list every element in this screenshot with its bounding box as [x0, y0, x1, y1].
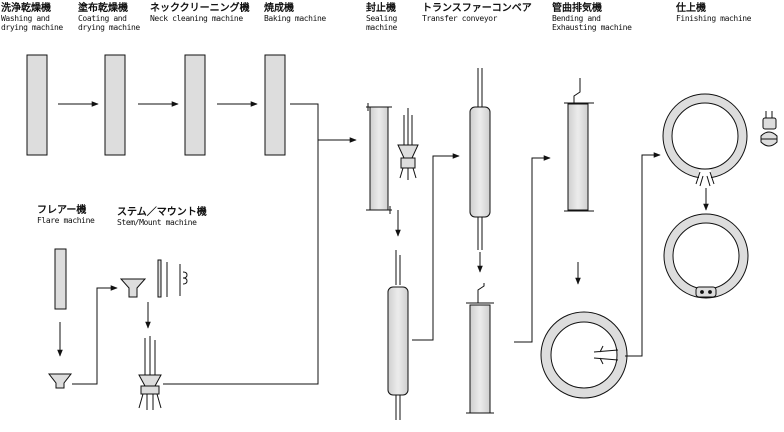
bending-en1: Bending and — [552, 14, 601, 23]
label-coating: 塗布乾燥機 Coating and drying machine — [78, 3, 140, 32]
label-bending: 管曲排気機 Bending and Exhausting machine — [552, 3, 632, 32]
arrow-flare-stem — [72, 285, 118, 385]
sealing-en1: Sealing — [366, 14, 397, 23]
label-sealing: 封止機 Sealing machine — [366, 3, 397, 32]
arrow-bake-seal — [290, 103, 357, 143]
label-washing: 洗浄乾燥機 Washing and drying machine — [1, 3, 63, 32]
sealing-jp: 封止機 — [366, 3, 396, 14]
tube-washing — [26, 54, 48, 156]
bending-en2: Exhausting machine — [552, 23, 632, 32]
baking-jp: 焼成機 — [264, 3, 294, 14]
transfer-tube-top — [469, 68, 491, 250]
lamp-cap-icon — [760, 111, 778, 147]
tube-neck — [184, 54, 206, 156]
finished-lamp — [663, 213, 749, 299]
flare-part-icon — [47, 373, 73, 389]
label-flare: フレアー機 Flare machine — [37, 205, 95, 225]
lead-wires-icon — [157, 259, 162, 298]
washing-en2: drying machine — [1, 23, 63, 32]
washing-en1: Washing and — [1, 14, 50, 23]
coating-jp: 塗布乾燥機 — [78, 3, 128, 14]
sealing-tube — [366, 103, 392, 214]
neck-en1: Neck cleaning machine — [150, 14, 243, 23]
arrow-bend-finish — [625, 152, 661, 357]
arrow-stem-seal — [163, 140, 319, 385]
stem-mount-assembly — [138, 336, 162, 410]
finishing-en1: Finishing machine — [676, 14, 752, 23]
filament-coil-icon — [182, 271, 188, 285]
flare-en1: Flare machine — [37, 216, 95, 225]
tube-coating — [104, 54, 126, 156]
finishing-jp: 仕上機 — [676, 3, 706, 14]
tube-flare — [54, 248, 67, 310]
baking-en1: Baking machine — [264, 14, 326, 23]
stem-jp: ステム／マウント機 — [117, 207, 207, 218]
sealed-tube — [387, 250, 409, 420]
transfer-en1: Transfer conveyor — [422, 14, 498, 23]
finishing-circle-top — [662, 93, 748, 187]
bending-tube — [564, 78, 594, 212]
arrow-transfer-bend — [514, 155, 551, 343]
bending-jp: 管曲排気機 — [552, 3, 602, 14]
sealing-en2: machine — [366, 23, 397, 32]
flare-jp: フレアー機 — [37, 205, 87, 216]
label-finishing: 仕上機 Finishing machine — [676, 3, 751, 23]
bent-circle-tube — [540, 311, 628, 399]
coating-en1: Coating and — [78, 14, 127, 23]
washing-jp: 洗浄乾燥機 — [1, 3, 51, 14]
stem-flare-icon — [119, 278, 147, 298]
coating-en2: drying machine — [78, 23, 140, 32]
transfer-tube-bottom — [466, 283, 494, 414]
label-stem: ステム／マウント機 Stem/Mount machine — [117, 207, 207, 227]
arrow-sealed-transfer — [412, 153, 460, 341]
label-baking: 焼成機 Baking machine — [264, 3, 326, 23]
label-neck: ネッククリーニング機 Neck cleaning machine — [150, 3, 250, 23]
stem-en1: Stem/Mount machine — [117, 218, 197, 227]
neck-jp: ネッククリーニング機 — [150, 3, 250, 14]
tube-baking — [264, 54, 286, 156]
sealing-mount-icon — [397, 108, 419, 180]
transfer-jp: トランスファーコンベア — [422, 3, 532, 14]
label-transfer: トランスファーコンベア Transfer conveyor — [422, 3, 532, 23]
